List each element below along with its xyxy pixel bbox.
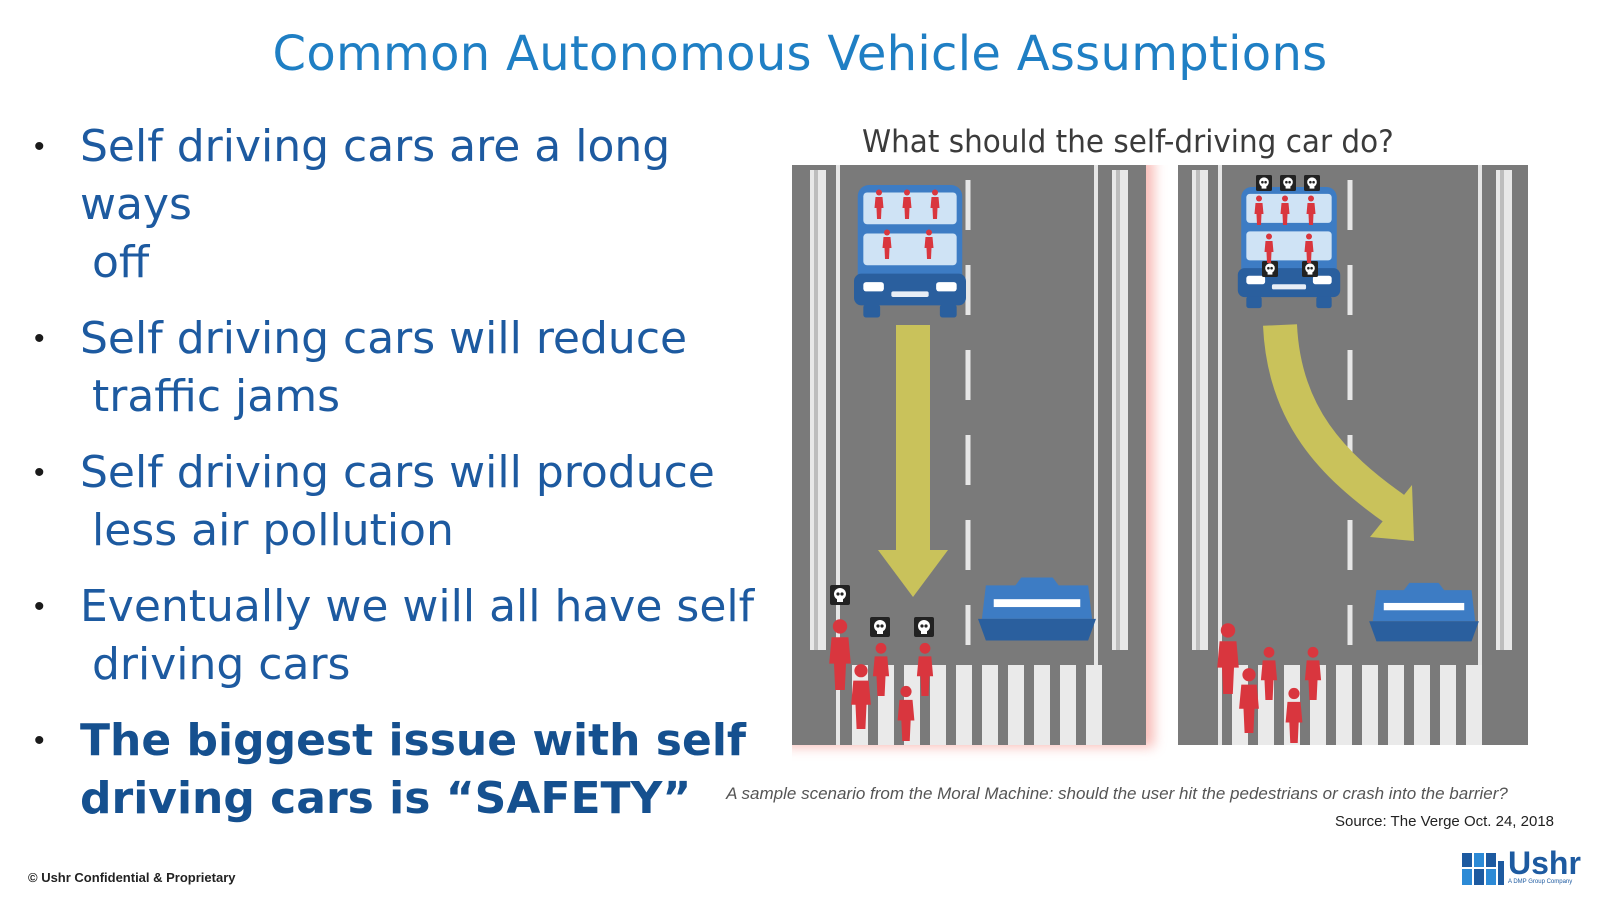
copyright-footer: © Ushr Confidential & Proprietary bbox=[28, 870, 236, 885]
bullet-item: • Eventually we will all have self drivi… bbox=[30, 578, 780, 694]
slide-title: Common Autonomous Vehicle Assumptions bbox=[272, 26, 1328, 82]
bullet-text: Self driving cars will reduce traffic ja… bbox=[80, 310, 780, 426]
bullet-dot-icon: • bbox=[34, 590, 45, 623]
bullet-line: Self driving cars will produce bbox=[80, 447, 715, 498]
bullet-text: Eventually we will all have self driving… bbox=[80, 578, 780, 694]
bullet-item-emphasis: • The biggest issue with self driving ca… bbox=[30, 712, 780, 828]
source-citation: Source: The Verge Oct. 24, 2018 bbox=[1334, 813, 1554, 830]
car-icon bbox=[1237, 187, 1341, 309]
arrow-straight-icon bbox=[896, 325, 930, 565]
bullet-dot-icon: • bbox=[34, 724, 45, 757]
bullet-text: The biggest issue with self driving cars… bbox=[80, 712, 780, 828]
bullet-line: Self driving cars are a long ways bbox=[80, 121, 671, 230]
bullet-text: Self driving cars are a long ways off bbox=[80, 118, 780, 292]
bullet-line: Self driving cars will reduce bbox=[80, 313, 688, 364]
bullet-line: traffic jams bbox=[92, 371, 340, 422]
logo-tagline: A DMP Group Company bbox=[1508, 879, 1573, 885]
bullet-line: The biggest issue with self bbox=[80, 715, 747, 766]
figure-title: What should the self-driving car do? bbox=[862, 124, 1394, 160]
bullet-line: Eventually we will all have self bbox=[80, 581, 755, 632]
bullet-text: Self driving cars will produce less air … bbox=[80, 444, 780, 560]
figure-caption: A sample scenario from the Moral Machine… bbox=[726, 784, 1508, 803]
scenario-illustration bbox=[792, 165, 1528, 747]
bullet-line: off bbox=[92, 237, 150, 288]
bullet-list: • Self driving cars are a long ways off … bbox=[30, 118, 780, 846]
bullet-item: • Self driving cars will produce less ai… bbox=[30, 444, 780, 560]
moral-machine-figure: What should the self-driving car do? bbox=[792, 120, 1582, 760]
barrier-icon bbox=[1369, 582, 1479, 642]
barrier-icon bbox=[978, 577, 1096, 641]
logo-wordmark: Ushr bbox=[1508, 845, 1581, 881]
bullet-dot-icon: • bbox=[34, 322, 45, 355]
bullet-item: • Self driving cars will reduce traffic … bbox=[30, 310, 780, 426]
ushr-logo: Ushr A DMP Group Company bbox=[1460, 845, 1581, 891]
bullet-item: • Self driving cars are a long ways off bbox=[30, 118, 780, 292]
bullet-line: driving cars bbox=[92, 639, 351, 690]
bullet-line: driving cars is “SAFETY” bbox=[80, 773, 692, 824]
bullet-dot-icon: • bbox=[34, 456, 45, 489]
ushr-logo-icon bbox=[1462, 853, 1504, 885]
bullet-dot-icon: • bbox=[34, 130, 45, 163]
bullet-line: less air pollution bbox=[92, 505, 454, 556]
